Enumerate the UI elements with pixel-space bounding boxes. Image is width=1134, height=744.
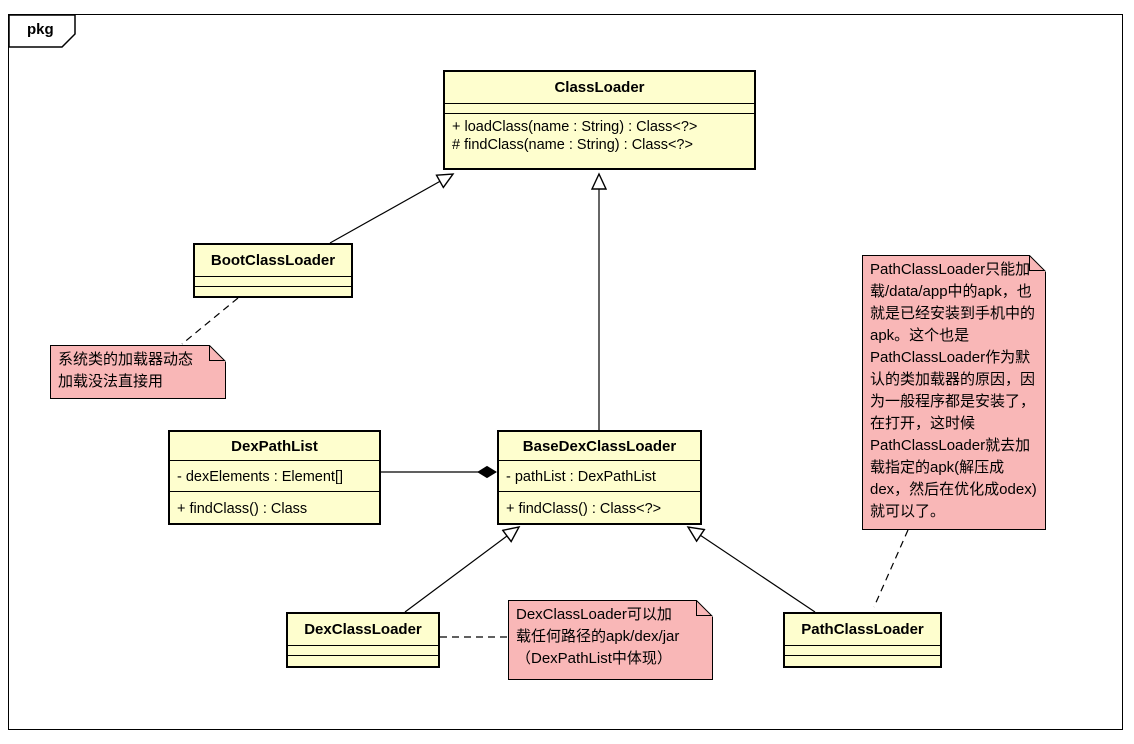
note-bootclassloader[interactable]: 系统类的加载器动态 加载没法直接用 [50, 345, 226, 399]
class-pathclassloader-title: PathClassLoader [801, 621, 924, 638]
class-dexclassloader[interactable]: DexClassLoader [286, 612, 440, 668]
note-pathclassloader-text: PathClassLoader只能加 载/data/app中的apk，也 就是已… [870, 261, 1037, 520]
class-dexpathlist-title: DexPathList [231, 437, 318, 455]
package-tab [8, 14, 76, 48]
class-pathclassloader[interactable]: PathClassLoader [783, 612, 942, 668]
class-basedexclassloader[interactable]: BaseDexClassLoader - pathList : DexPathL… [497, 430, 702, 525]
class-bootclassloader-attributes [195, 276, 351, 286]
class-dexpathlist-methods: + findClass() : Class [170, 491, 379, 523]
note-fold-icon [696, 600, 713, 617]
edge-bootclassloader-extends-classloader [329, 174, 453, 244]
class-pathclassloader-attributes [785, 645, 940, 655]
method-findclass: # findClass(name : String) : Class<?> [452, 137, 693, 153]
edge-note-pathclassloader [873, 529, 909, 608]
method-findclass-dexpathlist: + findClass() : Class [177, 500, 308, 517]
class-bootclassloader-title: BootClassLoader [210, 252, 336, 269]
class-dexclassloader-attributes [288, 645, 438, 655]
edge-dexclassloader-extends-basedexclassloader [404, 527, 519, 613]
attr-pathlist: - pathList : DexPathList [506, 469, 656, 485]
edge-pathclassloader-extends-basedexclassloader [688, 527, 816, 613]
method-loadclass: + loadClass(name : String) : Class<?> [452, 119, 698, 135]
class-pathclassloader-methods [785, 655, 940, 666]
note-pathclassloader[interactable]: PathClassLoader只能加 载/data/app中的apk，也 就是已… [862, 255, 1046, 530]
class-dexclassloader-methods [288, 655, 438, 666]
class-dexpathlist[interactable]: DexPathList - dexElements : Element[] + … [168, 430, 381, 525]
class-dexclassloader-title: DexClassLoader [304, 621, 422, 638]
attr-dexelements: - dexElements : Element[] [177, 469, 344, 485]
class-bootclassloader[interactable]: BootClassLoader [193, 243, 353, 298]
class-classloader-attributes [445, 103, 754, 113]
note-bootclassloader-text: 系统类的加载器动态 加载没法直接用 [58, 351, 194, 390]
edge-note-bootclassloader [181, 297, 239, 345]
class-classloader[interactable]: ClassLoader + loadClass(name : String) :… [443, 70, 756, 170]
class-classloader-title: ClassLoader [554, 79, 645, 96]
class-bootclassloader-methods [195, 286, 351, 296]
method-findclass-basedex: + findClass() : Class<?> [506, 500, 662, 517]
note-fold-icon [209, 345, 226, 362]
class-dexpathlist-attributes: - dexElements : Element[] [170, 460, 379, 491]
class-classloader-methods: + loadClass(name : String) : Class<?> # … [445, 113, 754, 168]
note-fold-icon [1029, 255, 1046, 272]
class-basedexclassloader-methods: + findClass() : Class<?> [499, 491, 700, 523]
package-tab-label: pkg [27, 21, 54, 38]
note-dexclassloader-text: DexClassLoader可以加 载任何路径的apk/dex/jar （Dex… [516, 606, 680, 667]
class-basedexclassloader-title: BaseDexClassLoader [522, 437, 677, 455]
package-frame [8, 14, 1123, 730]
class-basedexclassloader-attributes: - pathList : DexPathList [499, 460, 700, 491]
note-dexclassloader[interactable]: DexClassLoader可以加 载任何路径的apk/dex/jar （Dex… [508, 600, 713, 680]
